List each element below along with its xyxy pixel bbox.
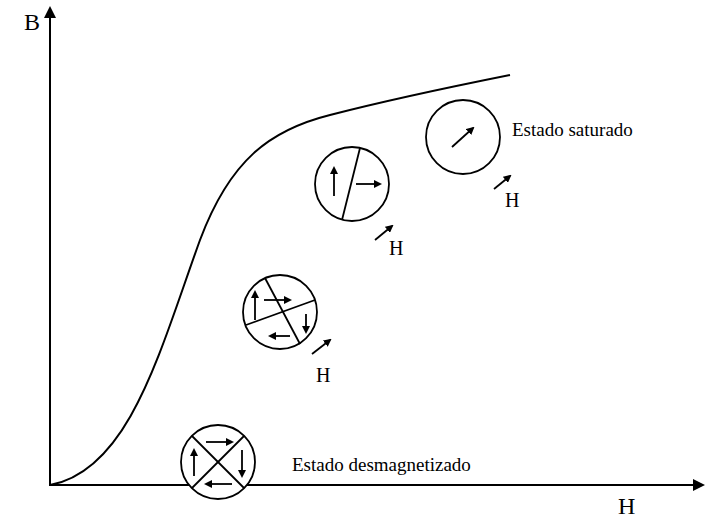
axis-label: B [24,10,40,34]
field-label: H [316,365,330,385]
bh-curve [50,75,510,485]
field-arrows [312,176,510,354]
state-label: Estado saturado [512,120,633,139]
domain-circles [181,100,500,499]
field-label: H [389,238,403,258]
state-label: Estado desmagnetizado [292,455,471,474]
field-label: H [505,190,519,210]
axis-label: H [618,494,635,518]
axes [49,8,703,486]
